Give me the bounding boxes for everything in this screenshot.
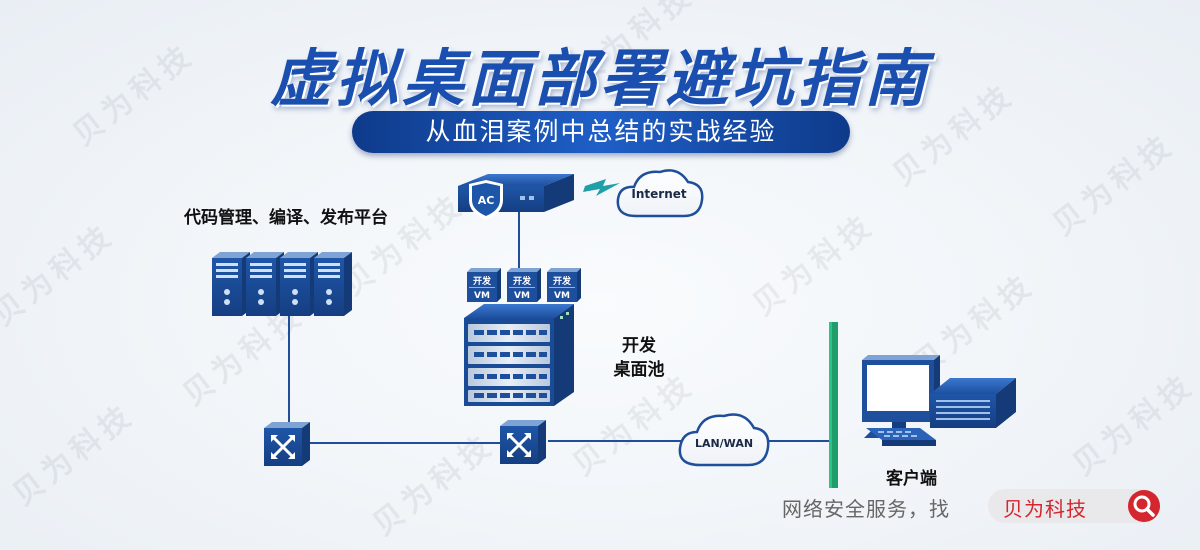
- server-tower: [314, 252, 352, 316]
- thin-client-box-icon: [930, 378, 1016, 428]
- shield-icon: [469, 180, 503, 220]
- server-tower: [246, 252, 284, 316]
- connection-lines: [288, 212, 831, 444]
- vm-card: 开发 VM: [507, 268, 541, 302]
- client-network-bar: [829, 322, 838, 488]
- build-platform-label: 代码管理、编译、发布平台: [184, 208, 388, 228]
- search-icon: [1133, 495, 1155, 517]
- vm-card-subtitle: VM: [554, 291, 570, 301]
- client-label: 客户端: [886, 469, 937, 489]
- search-button[interactable]: [1128, 490, 1160, 522]
- client-computer-icon: [862, 355, 1016, 446]
- client-network-bar-highlight: [829, 322, 832, 488]
- internet-cloud-icon: Internet: [616, 169, 704, 218]
- vm-card-title: 开发: [473, 275, 492, 287]
- ac-label: AC: [478, 194, 495, 207]
- vm-card-subtitle: VM: [514, 291, 530, 301]
- monitor-icon: [862, 355, 940, 438]
- dev-pool-rack-server: [464, 304, 574, 406]
- page-title: 虚拟桌面部署避坑指南: [269, 42, 930, 115]
- dev-pool-label: 开发 桌面池: [613, 336, 665, 380]
- lan-wan-cloud-icon: LAN/WAN: [678, 413, 770, 467]
- subtitle-banner: 从血泪案例中总结的实战经验: [352, 111, 850, 153]
- switch-center-icon: [500, 420, 546, 464]
- footer-service-text: 网络安全服务，找: [782, 497, 950, 521]
- build-platform-servers: [212, 252, 352, 316]
- vm-cards: 开发 VM 开发 VM 开发 VM: [467, 268, 581, 302]
- server-tower: [212, 252, 250, 316]
- server-tower: [280, 252, 318, 316]
- ac-controller-device: AC: [458, 174, 574, 220]
- vm-card: 开发 VM: [467, 268, 501, 302]
- switch-left-icon: [264, 422, 310, 466]
- lan-wan-label: LAN/WAN: [695, 437, 753, 450]
- vm-card: 开发 VM: [547, 268, 581, 302]
- vm-card-title: 开发: [513, 275, 532, 287]
- internet-label: Internet: [631, 187, 686, 201]
- brand-name: 贝为科技: [1003, 497, 1087, 521]
- keyboard-icon: [866, 428, 936, 446]
- vm-card-title: 开发: [553, 275, 572, 287]
- lightning-icon: [583, 179, 620, 196]
- vm-card-subtitle: VM: [474, 291, 490, 301]
